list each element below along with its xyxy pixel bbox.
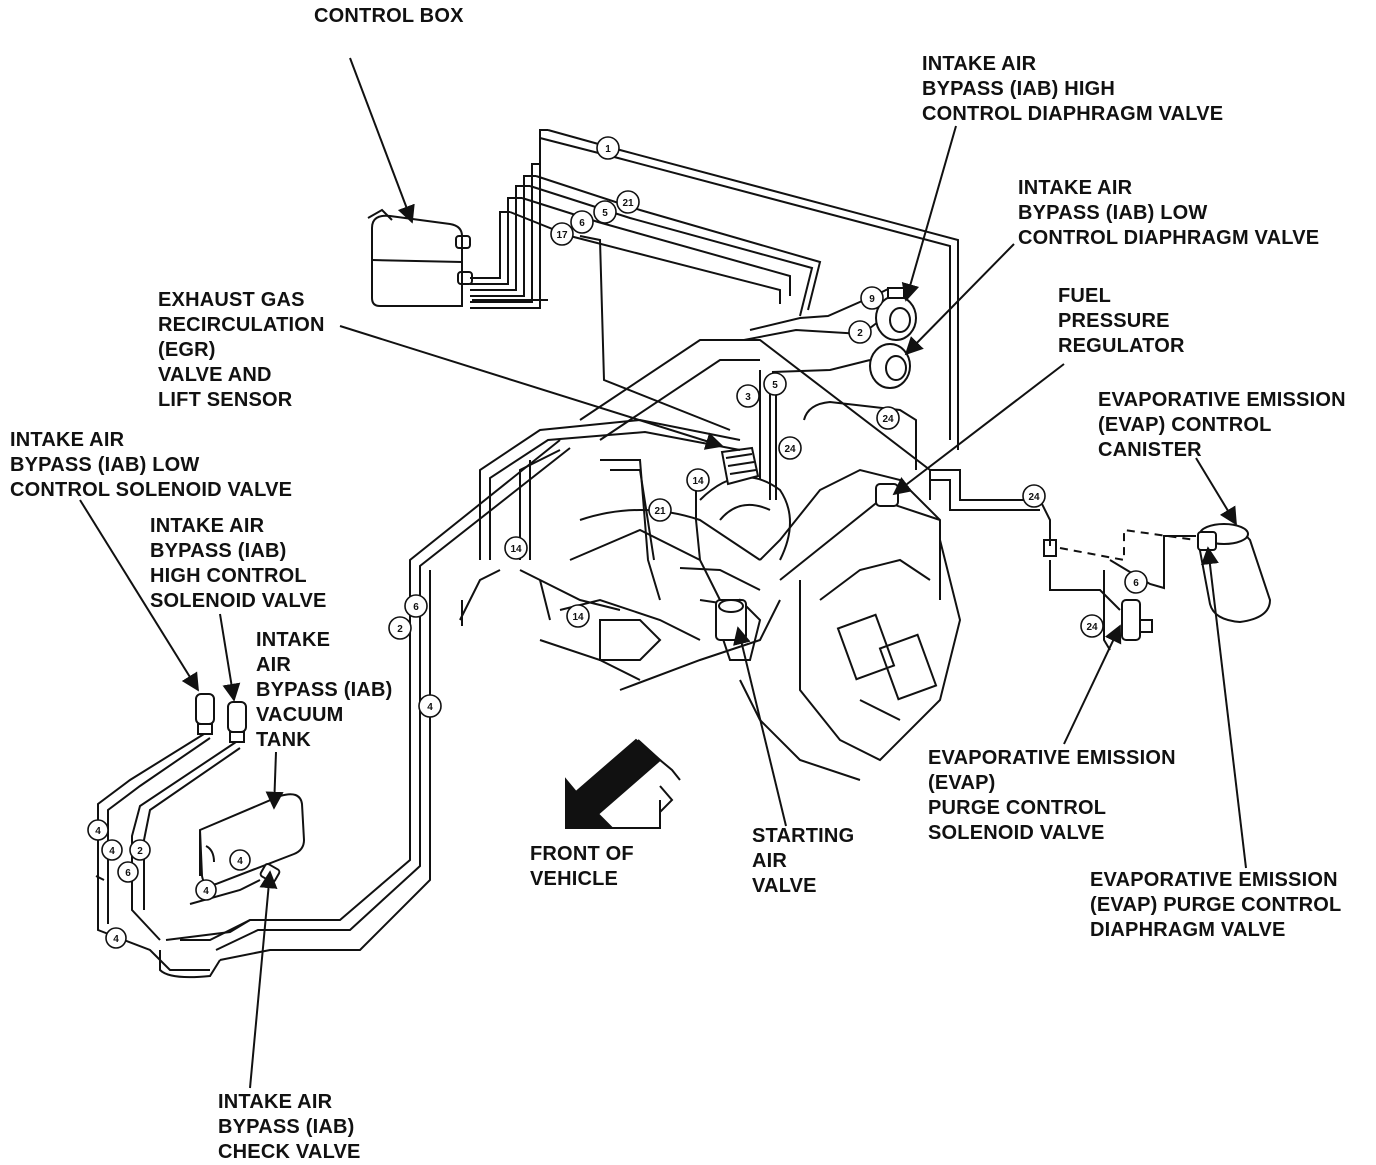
svg-text:6: 6 <box>125 868 131 879</box>
leader-arrows <box>79 57 1247 1089</box>
svg-text:2: 2 <box>857 328 863 339</box>
iab-low-solenoid-valve <box>195 693 215 735</box>
evap-control-canister <box>1196 523 1272 624</box>
hose-tag-5: 5 <box>593 200 617 224</box>
hose-tag-2c: 2 <box>129 839 151 861</box>
label-fuel-pressure-regulator: FUEL PRESSURE REGULATOR <box>1058 285 1185 357</box>
hose-tag-6: 6 <box>570 210 594 234</box>
hose-bundle-control-box <box>470 129 548 309</box>
svg-text:2: 2 <box>397 624 403 635</box>
hose-tag-2: 2 <box>848 320 872 344</box>
svg-text:2: 2 <box>137 846 143 857</box>
hose-tag-24: 24 <box>876 406 900 430</box>
hose-tag-14c: 14 <box>566 604 590 628</box>
hose-tag-6b: 6 <box>404 594 428 618</box>
iab-low-diaphragm-valve <box>869 343 911 389</box>
hose-tag-4e: 4 <box>195 879 217 901</box>
hose-tag-4f: 4 <box>105 927 127 949</box>
hose-tag-5b: 5 <box>763 372 787 396</box>
svg-text:4: 4 <box>95 826 101 837</box>
egr-valve <box>720 446 760 486</box>
hose-tag-21: 21 <box>616 190 640 214</box>
svg-text:4: 4 <box>203 886 209 897</box>
svg-text:4: 4 <box>427 702 433 713</box>
label-egr-valve: EXHAUST GAS RECIRCULATION (EGR) VALVE AN… <box>158 289 325 411</box>
svg-text:3: 3 <box>745 392 751 403</box>
svg-text:5: 5 <box>772 380 778 391</box>
hose-tag-3: 3 <box>736 384 760 408</box>
svg-text:24: 24 <box>784 444 796 455</box>
hose-tag-24c: 24 <box>1022 484 1046 508</box>
hose-tag-4b: 4 <box>87 819 109 841</box>
hose-tag-14: 14 <box>686 468 710 492</box>
label-evap-purge-diaphragm-valve: EVAPORATIVE EMISSION (EVAP) PURGE CONTRO… <box>1090 869 1342 941</box>
label-iab-low-solenoid-valve: INTAKE AIR BYPASS (IAB) LOW CONTROL SOLE… <box>10 429 293 501</box>
hose-tag-4c: 4 <box>101 839 123 861</box>
label-starting-air-valve: STARTING AIR VALVE <box>752 825 855 897</box>
hose-tag-17: 17 <box>550 222 574 246</box>
svg-text:6: 6 <box>413 602 419 613</box>
iab-high-solenoid-valve <box>227 701 247 743</box>
svg-text:24: 24 <box>1028 492 1040 503</box>
hose-tag-1: 1 <box>596 136 620 160</box>
svg-text:6: 6 <box>579 218 585 229</box>
svg-text:14: 14 <box>692 476 704 487</box>
label-iab-high-solenoid-valve: INTAKE AIR BYPASS (IAB) HIGH CONTROL SOL… <box>150 515 327 612</box>
hose-tag-4: 4 <box>418 694 442 718</box>
left-hose-runs <box>180 418 741 961</box>
svg-text:4: 4 <box>113 934 119 945</box>
hose-tag-24b: 24 <box>778 436 802 460</box>
svg-text:21: 21 <box>654 506 666 517</box>
hose-tag-14b: 14 <box>504 536 528 560</box>
label-control-box: CONTROL BOX <box>314 5 464 27</box>
upper-hose-runs <box>509 129 959 500</box>
control-box <box>367 208 473 307</box>
label-evap-purge-solenoid-valve: EVAPORATIVE EMISSION (EVAP) PURGE CONTRO… <box>928 747 1176 844</box>
hose-tag-2b: 2 <box>388 616 412 640</box>
svg-text:21: 21 <box>622 198 634 209</box>
hose-tag-4d: 4 <box>229 849 251 871</box>
hose-tag-9: 9 <box>860 286 884 310</box>
fuel-pressure-regulator <box>875 483 899 507</box>
hose-tag-21b: 21 <box>648 498 672 522</box>
hose-tag-6d: 6 <box>117 861 139 883</box>
svg-text:6: 6 <box>1133 578 1139 589</box>
front-of-vehicle-arrow <box>565 738 681 829</box>
hose-tag-6c: 6 <box>1124 570 1148 594</box>
svg-text:14: 14 <box>572 612 584 623</box>
svg-text:14: 14 <box>510 544 522 555</box>
svg-text:4: 4 <box>237 856 243 867</box>
iab-high-diaphragm-valve <box>875 287 917 341</box>
svg-text:4: 4 <box>109 846 115 857</box>
label-iab-check-valve: INTAKE AIR BYPASS (IAB) CHECK VALVE <box>218 1091 361 1163</box>
label-iab-vacuum-tank: INTAKE AIR BYPASS (IAB) VACUUM TANK <box>256 629 393 751</box>
hose-tag-24d: 24 <box>1080 614 1104 638</box>
svg-text:1: 1 <box>605 144 611 155</box>
evap-purge-solenoid-valve <box>1121 599 1153 641</box>
label-front-of-vehicle: FRONT OF VEHICLE <box>530 843 634 890</box>
svg-text:17: 17 <box>556 230 568 241</box>
evap-hose-runs <box>930 469 1197 651</box>
left-hose-runs-lower <box>95 733 251 979</box>
label-evap-control-canister: EVAPORATIVE EMISSION (EVAP) CONTROL CANI… <box>1098 389 1346 461</box>
iab-vacuum-tank <box>198 793 306 886</box>
svg-text:24: 24 <box>882 414 894 425</box>
hose-tags: 1 21 5 6 17 9 2 3 5 24 24 14 21 14 14 2 … <box>87 136 1148 949</box>
svg-text:5: 5 <box>602 208 608 219</box>
svg-text:9: 9 <box>869 294 875 305</box>
svg-text:24: 24 <box>1086 622 1098 633</box>
label-iab-high-diaphragm-valve: INTAKE AIR BYPASS (IAB) HIGH CONTROL DIA… <box>922 53 1224 125</box>
label-iab-low-diaphragm-valve: INTAKE AIR BYPASS (IAB) LOW CONTROL DIAP… <box>1018 177 1320 249</box>
starting-air-valve <box>715 599 747 641</box>
